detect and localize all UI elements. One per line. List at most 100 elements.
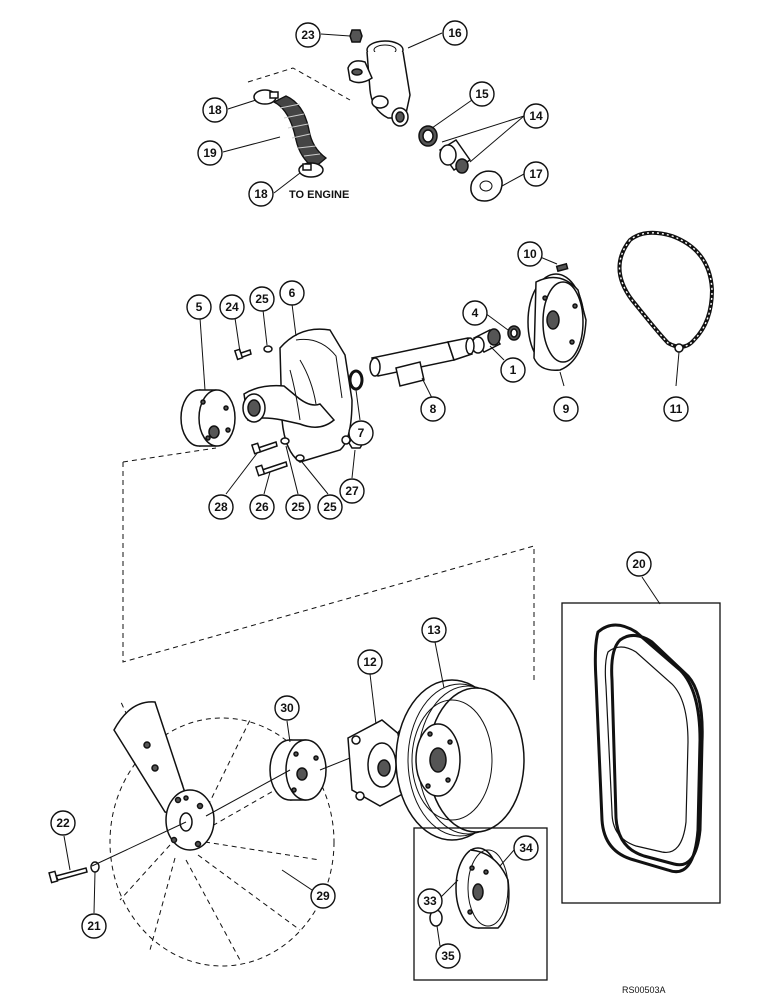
- callout-25b: 25: [285, 494, 311, 520]
- svg-text:27: 27: [345, 484, 359, 498]
- callout-34: 34: [513, 835, 539, 861]
- svg-text:19: 19: [203, 146, 217, 160]
- svg-text:34: 34: [519, 841, 533, 855]
- svg-text:16: 16: [448, 26, 462, 40]
- part-34-box: [413, 827, 548, 981]
- svg-text:23: 23: [301, 28, 315, 42]
- callout-33: 33: [417, 888, 443, 914]
- svg-text:24: 24: [225, 300, 239, 314]
- callout-5: 5: [186, 294, 212, 320]
- svg-text:15: 15: [475, 87, 489, 101]
- part-34-pulley-hub: [455, 847, 510, 929]
- callout-4: 4: [462, 300, 488, 326]
- water-pump-group: [180, 230, 715, 477]
- svg-text:8: 8: [430, 402, 437, 416]
- callout-11: 11: [663, 396, 689, 422]
- svg-text:25: 25: [323, 500, 337, 514]
- part-7-snap-ring: [348, 369, 364, 391]
- svg-text:9: 9: [563, 402, 570, 416]
- callout-23: 23: [295, 22, 321, 48]
- callout-25c: 25: [317, 494, 343, 520]
- part-19-hose: [272, 95, 328, 169]
- callout-8: 8: [420, 396, 446, 422]
- svg-text:1: 1: [510, 363, 517, 377]
- part-26-bolt: [260, 461, 288, 475]
- drawing-reference: RS00503A: [622, 985, 666, 995]
- callout-30: 30: [274, 695, 300, 721]
- svg-text:13: 13: [427, 623, 441, 637]
- callout-14: 14: [523, 103, 549, 129]
- svg-text:28: 28: [214, 500, 228, 514]
- part-5-hub: [180, 389, 236, 447]
- part-10-pin: [555, 262, 569, 273]
- callout-20: 20: [626, 551, 652, 577]
- part-9-impeller: [527, 273, 587, 371]
- leader-lines-top: [222, 32, 525, 194]
- part-8-shaft: [369, 337, 475, 387]
- fan-pulley-group: [48, 679, 525, 967]
- part-25-washer-mid: [280, 437, 290, 445]
- part-29-fan: [109, 699, 335, 967]
- svg-text:35: 35: [441, 949, 455, 963]
- svg-text:29: 29: [316, 889, 330, 903]
- svg-text:21: 21: [87, 919, 101, 933]
- callout-29: 29: [310, 883, 336, 909]
- svg-text:14: 14: [529, 109, 543, 123]
- callout-22: 22: [50, 810, 76, 836]
- svg-text:20: 20: [632, 557, 646, 571]
- leader-lines-middle: [199, 253, 680, 495]
- part-20-belt-box: [561, 602, 721, 904]
- svg-text:33: 33: [423, 894, 437, 908]
- svg-text:25: 25: [291, 500, 305, 514]
- part-13-pulley: [395, 679, 525, 841]
- svg-text:6: 6: [289, 286, 296, 300]
- part-11-pump-gasket: [617, 230, 715, 349]
- callout-35: 35: [435, 943, 461, 969]
- callout-17: 17: [523, 161, 549, 187]
- callout-18a: 18: [202, 97, 228, 123]
- part-22-bolt: [54, 867, 88, 881]
- svg-text:4: 4: [472, 306, 479, 320]
- part-6-pump-body: [242, 328, 353, 463]
- callout-15: 15: [469, 81, 495, 107]
- callout-25a: 25: [249, 286, 275, 312]
- callout-27: 27: [339, 478, 365, 504]
- svg-text:12: 12: [363, 655, 377, 669]
- part-20-drive-belts: [593, 623, 702, 873]
- part-28-bolt: [256, 441, 278, 453]
- svg-text:5: 5: [196, 300, 203, 314]
- note-to-engine: TO ENGINE: [289, 189, 349, 201]
- svg-text:7: 7: [358, 426, 365, 440]
- svg-text:26: 26: [255, 500, 269, 514]
- callout-18b: 18: [248, 181, 274, 207]
- leader-lines-bottom: [63, 576, 661, 914]
- svg-text:25: 25: [255, 292, 269, 306]
- svg-text:11: 11: [670, 402, 683, 416]
- part-25-washer-top: [263, 345, 273, 353]
- callout-1: 1: [500, 357, 526, 383]
- svg-text:30: 30: [280, 701, 294, 715]
- part-16-water-outlet-housing: [347, 40, 411, 127]
- part-17-gasket: [470, 170, 503, 202]
- callout-6: 6: [279, 280, 305, 306]
- svg-text:18: 18: [254, 187, 268, 201]
- part-30-spacer: [269, 739, 327, 801]
- callout-9: 9: [553, 396, 579, 422]
- callout-19: 19: [197, 140, 223, 166]
- water-outlet-group: TO ENGINE: [247, 29, 503, 202]
- callout-13: 13: [421, 617, 447, 643]
- callout-7: 7: [348, 420, 374, 446]
- part-25-washer-lower: [295, 454, 305, 462]
- svg-text:22: 22: [56, 816, 70, 830]
- svg-text:10: 10: [523, 247, 537, 261]
- callout-12: 12: [357, 649, 383, 675]
- callout-16: 16: [442, 20, 468, 46]
- callout-26: 26: [249, 494, 275, 520]
- part-1-bearing: [471, 328, 502, 354]
- svg-text:18: 18: [208, 103, 222, 117]
- callout-24: 24: [219, 294, 245, 320]
- callout-28: 28: [208, 494, 234, 520]
- callout-10: 10: [517, 241, 543, 267]
- part-23-plug: [349, 29, 363, 43]
